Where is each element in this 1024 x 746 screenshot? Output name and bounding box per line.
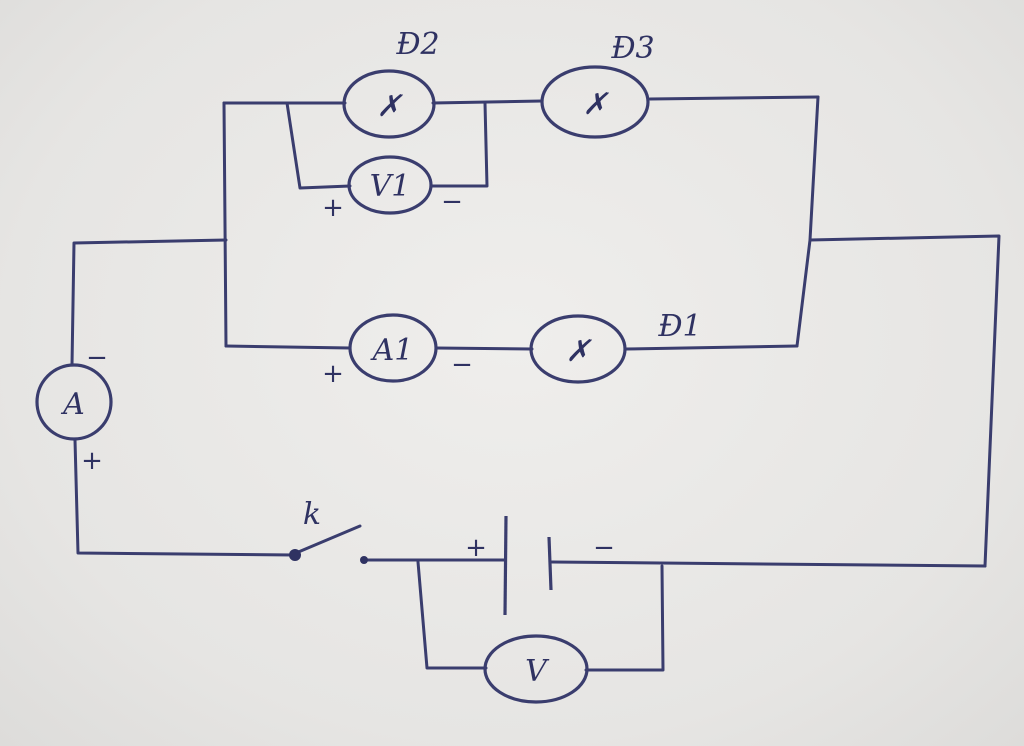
- wire-d1-right: [624, 344, 799, 351]
- voltmeter-v-label: V: [525, 654, 550, 689]
- a1-plus-sign: +: [322, 359, 344, 389]
- lamp-d2-symbol: ✗: [376, 89, 403, 124]
- ammeter-minus-sign: −: [86, 343, 108, 373]
- ammeter-main-label: A: [60, 387, 85, 422]
- wire-left-to-ammeter: [70, 238, 228, 367]
- lamp-d3: ✗: [540, 65, 650, 139]
- battery-long-plate: [503, 515, 508, 616]
- lamp-d3-name: Đ3: [610, 31, 654, 66]
- wire-branch-left: [222, 101, 228, 348]
- voltmeter-v1-label: V1: [370, 169, 411, 204]
- v1-plus-sign: +: [322, 193, 344, 223]
- battery: [503, 515, 553, 616]
- voltmeter-v: V: [483, 634, 589, 704]
- v1-minus-sign: −: [441, 187, 463, 217]
- wire-v1-right: [430, 101, 489, 188]
- lamp-d2-name: Đ2: [395, 27, 439, 62]
- switch-contact-dot: [360, 556, 368, 564]
- wires: [70, 95, 1001, 672]
- lamp-d1: ✗: [529, 314, 627, 384]
- lamp-d1-name: Đ1: [657, 309, 701, 344]
- wire-bottom-branch-left: [224, 344, 352, 350]
- wire-v-right: [584, 564, 665, 672]
- wire-d2-d3: [431, 99, 544, 105]
- wire-v-left: [416, 560, 488, 670]
- wire-battery-to-right: [550, 560, 987, 568]
- ammeter-plus-sign: +: [81, 446, 103, 476]
- battery-plus-sign: +: [465, 533, 487, 563]
- lamp-d2: ✗: [342, 69, 436, 139]
- ammeter-a1: A1: [348, 313, 438, 383]
- lamp-d3-symbol: ✗: [582, 87, 609, 122]
- wire-branch-right: [795, 95, 820, 348]
- switch-blade: [294, 524, 362, 555]
- wire-a1-d1: [434, 346, 534, 351]
- voltmeter-v1: V1: [347, 155, 433, 215]
- ammeter-main: A: [35, 363, 113, 441]
- wire-right-outer: [808, 234, 1001, 568]
- lamp-d1-symbol: ✗: [565, 334, 592, 369]
- switch-label: k: [303, 497, 321, 532]
- wire-v1-left: [285, 101, 352, 190]
- wire-d3-right: [648, 95, 820, 101]
- battery-short-plate: [547, 536, 553, 591]
- battery-minus-sign: −: [593, 533, 615, 563]
- ammeter-a1-label: A1: [370, 333, 414, 368]
- a1-minus-sign: −: [451, 350, 473, 380]
- wire-ammeter-to-switch: [73, 438, 296, 557]
- switch-pivot-dot: [289, 549, 301, 561]
